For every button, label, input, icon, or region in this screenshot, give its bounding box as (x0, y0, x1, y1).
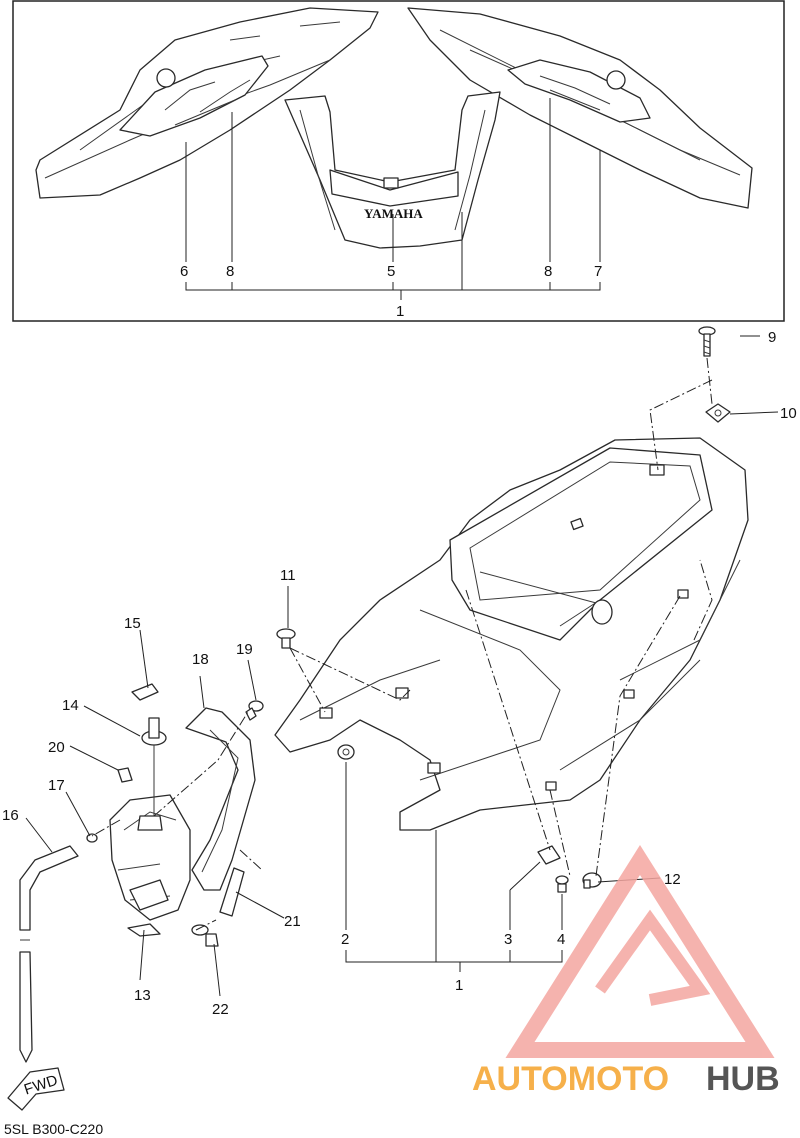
callout-9: 9 (768, 329, 776, 346)
elbow-15 (131, 683, 159, 701)
inset-frame (12, 0, 785, 322)
bolt-22 (191, 924, 219, 947)
callout-20: 20 (48, 739, 65, 756)
inset-leaders (185, 98, 601, 300)
callout-14: 14 (62, 697, 79, 714)
callout-1-top: 1 (396, 303, 404, 320)
callout-22: 22 (212, 1001, 229, 1018)
seat-cowl-assembly (274, 437, 749, 831)
callout-15: 15 (124, 615, 141, 632)
bracket-18 (185, 707, 256, 891)
callout-12: 12 (664, 871, 681, 888)
grommet-2 (337, 744, 355, 760)
callout-21: 21 (284, 913, 301, 930)
strip-21 (219, 867, 245, 917)
watermark-logo (505, 845, 775, 1058)
callout-10: 10 (780, 405, 797, 422)
callout-8-right: 8 (544, 263, 552, 280)
callout-19: 19 (236, 641, 253, 658)
callout-16: 16 (2, 807, 19, 824)
bolt-12 (582, 872, 602, 889)
callout-6: 6 (180, 263, 188, 280)
callout-7: 7 (594, 263, 602, 280)
clamp-20 (117, 767, 133, 783)
cap-14 (141, 717, 167, 816)
clip-3 (537, 845, 561, 865)
callout-4: 4 (557, 931, 565, 948)
callout-13: 13 (134, 987, 151, 1004)
assembly-leaders (287, 335, 779, 972)
nut-10 (705, 403, 731, 423)
diagram-code: 5SL B300-C220 (4, 1121, 103, 1137)
yamaha-emblem: YAMAHA (364, 206, 423, 221)
hose-16 (19, 845, 79, 1063)
screw-9 (698, 326, 716, 357)
screw-11 (276, 628, 296, 649)
callout-3: 3 (504, 931, 512, 948)
callout-18: 18 (192, 651, 209, 668)
callout-8-left: 8 (226, 263, 234, 280)
callout-5: 5 (387, 263, 395, 280)
callout-1-bottom: 1 (455, 977, 463, 994)
tail-cover-center: YAMAHA (284, 91, 501, 249)
watermark-text-b: HUB (706, 1060, 780, 1098)
right-side-cover (407, 7, 753, 209)
left-side-cover (35, 7, 379, 199)
reservoir-tank-13 (109, 794, 191, 937)
clip-17 (86, 833, 98, 843)
screw-19 (245, 700, 264, 721)
callout-17: 17 (48, 777, 65, 794)
callout-2: 2 (341, 931, 349, 948)
callout-11: 11 (280, 567, 296, 584)
fwd-arrow-icon: FWD (7, 1067, 65, 1111)
watermark-text-a: AUTOMOTO (472, 1060, 669, 1098)
lower-left-leaders (25, 629, 285, 997)
screw-4 (555, 875, 569, 893)
